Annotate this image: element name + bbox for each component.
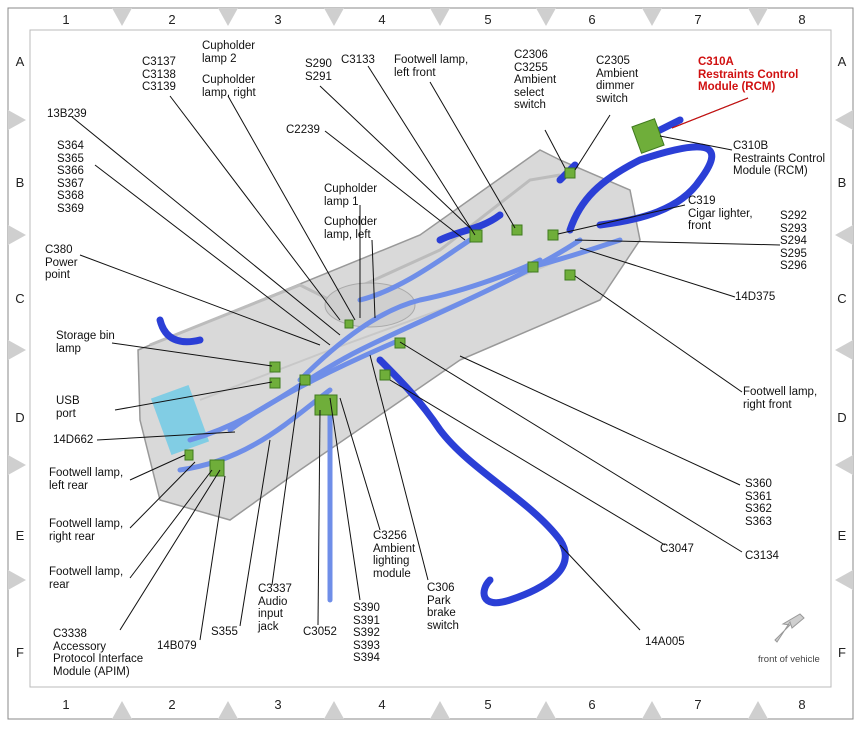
label-c2239: C2239 <box>286 124 320 136</box>
grid-row-d-right: D <box>837 410 847 425</box>
label-c2306: C2306 C3255 Ambient select switch <box>514 49 557 111</box>
label-footwell-right-front: Footwell lamp, right front <box>743 386 818 411</box>
label-c3133: C3133 <box>341 54 375 66</box>
grid-row-c-right: C <box>837 291 847 306</box>
grid-row-e-left: E <box>15 528 25 543</box>
label-c319: C319 Cigar lighter, front <box>688 195 753 232</box>
label-footwell-rear: Footwell lamp, rear <box>49 566 124 591</box>
front-of-vehicle-arrow-icon <box>774 613 805 643</box>
label-14d662: 14D662 <box>53 434 94 446</box>
grid-col-6-top: 6 <box>588 12 596 27</box>
label-c3337: C3337 Audio input jack <box>258 583 292 633</box>
label-cupholder-lamp-2: Cupholder lamp 2 <box>202 40 256 65</box>
connectors <box>184 118 665 477</box>
cupholder-recess <box>324 282 416 328</box>
grid-col-8-bottom: 8 <box>798 697 806 712</box>
console-edge <box>149 173 561 347</box>
label-storage-bin: Storage bin lamp <box>56 330 115 355</box>
label-footwell-left-rear: Footwell lamp, left rear <box>49 467 124 492</box>
grid-row-d-left: D <box>15 410 25 425</box>
grid-col-2-bottom: 2 <box>168 697 176 712</box>
label-s364: S364 S365 S366 S367 S368 S369 <box>57 140 84 215</box>
grid-col-3-bottom: 3 <box>274 697 282 712</box>
label-s390: S390 S391 S392 S393 S394 <box>353 602 380 664</box>
label-c2305: C2305 Ambient dimmer switch <box>596 55 639 105</box>
label-c3052: C3052 <box>303 626 337 638</box>
grid-col-1-top: 1 <box>62 12 70 27</box>
label-cupholder-lamp-1: Cupholder lamp 1 <box>324 183 378 208</box>
label-14a005: 14A005 <box>645 636 685 648</box>
label-footwell-right-rear: Footwell lamp, right rear <box>49 518 124 543</box>
label-s355: S355 <box>211 626 238 638</box>
grid-col-5-top: 5 <box>484 12 492 27</box>
label-c310a: C310A Restraints Control Module (RCM) <box>698 56 799 93</box>
front-of-vehicle-label: front of vehicle <box>758 654 820 665</box>
label-c3137: C3137 C3138 C3139 <box>142 56 176 93</box>
grid-col-7-bottom: 7 <box>694 697 702 712</box>
label-c310b: C310B Restraints Control Module (RCM) <box>733 140 826 177</box>
grid-col-4-bottom: 4 <box>378 697 386 712</box>
grid-col-1-bottom: 1 <box>62 697 70 712</box>
label-14d375: 14D375 <box>735 291 776 303</box>
grid-col-2-top: 2 <box>168 12 176 27</box>
grid-row-b-right: B <box>837 175 847 190</box>
label-s290: S290 S291 <box>305 58 332 83</box>
grid-row-e-right: E <box>837 528 847 543</box>
grid-row-c-left: C <box>15 291 25 306</box>
label-c3256: C3256 Ambient lighting module <box>373 530 416 580</box>
leader-lines <box>71 65 781 641</box>
label-usb: USB port <box>56 395 80 420</box>
label-footwell-left-front: Footwell lamp, left front <box>394 54 469 79</box>
grid-col-7-top: 7 <box>694 12 702 27</box>
grid-col-4-top: 4 <box>378 12 386 27</box>
rcm-highlight-leader <box>671 97 749 129</box>
grid-row-f-right: F <box>838 645 846 660</box>
label-s360: S360 S361 S362 S363 <box>745 478 772 528</box>
grid-row-f-left: F <box>16 645 24 660</box>
grid-row-a-right: A <box>837 54 847 69</box>
grid-col-8-top: 8 <box>798 12 806 27</box>
label-s292: S292 S293 S294 S295 S296 <box>780 210 807 272</box>
label-c380: C380 Power point <box>45 244 78 281</box>
grid-row-b-left: B <box>15 175 25 190</box>
label-c3134: C3134 <box>745 550 779 562</box>
grid-col-5-bottom: 5 <box>484 697 492 712</box>
label-13b239: 13B239 <box>47 108 87 120</box>
label-c3338: C3338 Accessory Protocol Interface Modul… <box>53 628 144 678</box>
border-markers <box>8 8 853 719</box>
grid-col-3-top: 3 <box>274 12 282 27</box>
grid-col-6-bottom: 6 <box>588 697 596 712</box>
grid-row-a-left: A <box>15 54 25 69</box>
label-c3047: C3047 <box>660 543 694 555</box>
label-c306: C306 Park brake switch <box>427 582 459 632</box>
label-cupholder-lamp-left: Cupholder lamp, left <box>324 216 378 241</box>
label-14b079: 14B079 <box>157 640 197 652</box>
label-cupholder-lamp-right: Cupholder lamp, right <box>202 74 256 99</box>
